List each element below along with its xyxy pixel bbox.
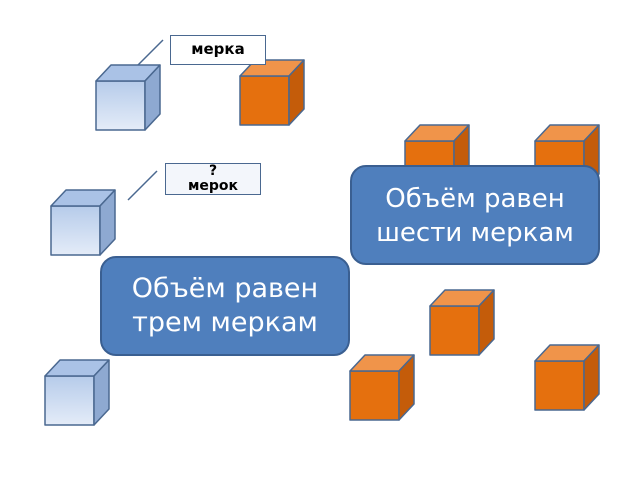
result-six-box: Объём равен шести меркам bbox=[350, 165, 600, 265]
merka-callout: мерка bbox=[170, 35, 266, 65]
blue-cube-measure bbox=[95, 64, 161, 131]
unknown-label: мерок bbox=[187, 178, 239, 194]
merka-leader-line bbox=[134, 39, 164, 69]
orange-cube-middle bbox=[429, 289, 495, 356]
blue-cube-bottom bbox=[44, 359, 110, 426]
orange-cube-top bbox=[239, 59, 305, 126]
blue-cube-unknown bbox=[50, 189, 116, 256]
result-three-box: Объём равен трем меркам bbox=[100, 256, 350, 356]
unknown-callout: ? мерок bbox=[165, 163, 261, 195]
result-three-line2: трем меркам bbox=[132, 307, 318, 338]
result-three-line1: Объём равен bbox=[131, 273, 319, 304]
orange-cube-bottom-right bbox=[534, 344, 600, 411]
merka-label: мерка bbox=[191, 40, 245, 58]
unknown-leader-line bbox=[127, 170, 158, 201]
result-six-line2: шести меркам bbox=[376, 218, 574, 248]
result-six-line1: Объём равен bbox=[385, 184, 565, 214]
orange-cube-bottom-left bbox=[349, 354, 415, 421]
unknown-question-mark: ? bbox=[208, 163, 218, 179]
